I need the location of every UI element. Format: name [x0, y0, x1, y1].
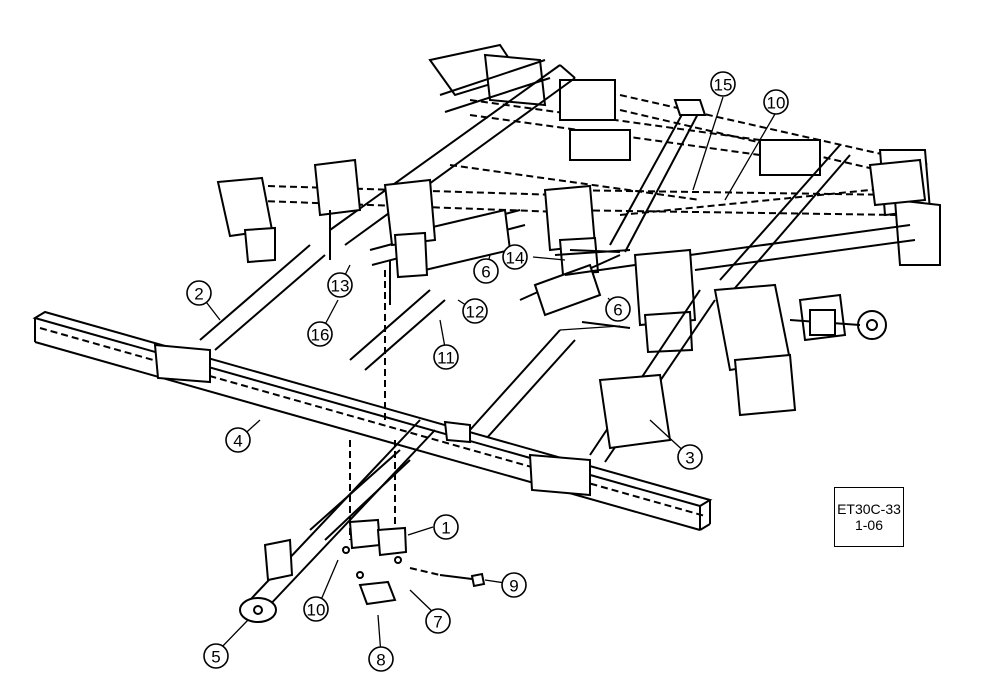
- callout-label: 2: [194, 285, 203, 304]
- callout-9: 9: [501, 572, 527, 598]
- callout-12: 12: [462, 298, 488, 324]
- callout-label: 10: [767, 94, 786, 113]
- callout-circle: [502, 244, 528, 270]
- drawing-id: ET30C-33: [837, 501, 901, 517]
- callout-4: 4: [225, 427, 251, 453]
- callout-circle: [433, 514, 459, 540]
- callout-label: 5: [211, 648, 220, 667]
- callout-2: 2: [186, 280, 212, 306]
- callout-circle: [501, 572, 527, 598]
- callout-label: 1: [441, 519, 450, 538]
- callout-label: 3: [685, 449, 694, 468]
- callout-10: 10: [763, 89, 789, 115]
- callout-circle: [677, 444, 703, 470]
- callout-circle: [425, 608, 451, 634]
- callout-7: 7: [425, 608, 451, 634]
- callout-circle: [186, 280, 212, 306]
- callout-label: 6: [613, 301, 622, 320]
- lift-links: [199, 210, 716, 463]
- callout-circle: [763, 89, 789, 115]
- callout-circle: [473, 258, 499, 284]
- callout-circle: [203, 643, 229, 669]
- callout-6: 6: [605, 296, 631, 322]
- drawing-date: 1-06: [854, 517, 884, 533]
- callout-label: 10: [307, 601, 326, 620]
- rear-frame: [428, 43, 941, 266]
- callout-label: 14: [506, 249, 525, 268]
- callout-label: 16: [311, 326, 330, 345]
- callout-label: 7: [433, 613, 442, 632]
- hitch-tongue: [239, 270, 436, 623]
- callout-circle: [225, 427, 251, 453]
- callout-10: 10: [303, 596, 329, 622]
- callout-circle: [710, 71, 736, 97]
- callout-circle: [433, 344, 459, 370]
- callout-1: 1: [433, 514, 459, 540]
- drawing-id-box: ET30C-33 1-06: [834, 487, 904, 547]
- callout-13: 13: [327, 272, 353, 298]
- callout-circle: [307, 321, 333, 347]
- callout-label: 13: [331, 277, 350, 296]
- callout-8: 8: [368, 646, 394, 672]
- main-toolbar: [32, 310, 713, 531]
- callout-label: 15: [714, 76, 733, 95]
- callout-label: 8: [376, 651, 385, 670]
- callout-circle: [327, 272, 353, 298]
- callout-circle: [303, 596, 329, 622]
- callout-16: 16: [307, 321, 333, 347]
- callout-label: 9: [509, 577, 518, 596]
- callout-label: 6: [481, 263, 490, 282]
- longitudinal-beams: [329, 64, 916, 289]
- callout-label: 12: [466, 303, 485, 322]
- callout-circle: [368, 646, 394, 672]
- callout-15: 15: [710, 71, 736, 97]
- callout-5: 5: [203, 643, 229, 669]
- callout-3: 3: [677, 444, 703, 470]
- callout-14: 14: [502, 244, 528, 270]
- callout-6: 6: [473, 258, 499, 284]
- callout-label: 11: [437, 349, 455, 368]
- callout-circle: [462, 298, 488, 324]
- callout-11: 11: [433, 344, 459, 370]
- clamp-hardware: [342, 249, 631, 606]
- callout-circle: [605, 296, 631, 322]
- callout-label: 4: [233, 432, 242, 451]
